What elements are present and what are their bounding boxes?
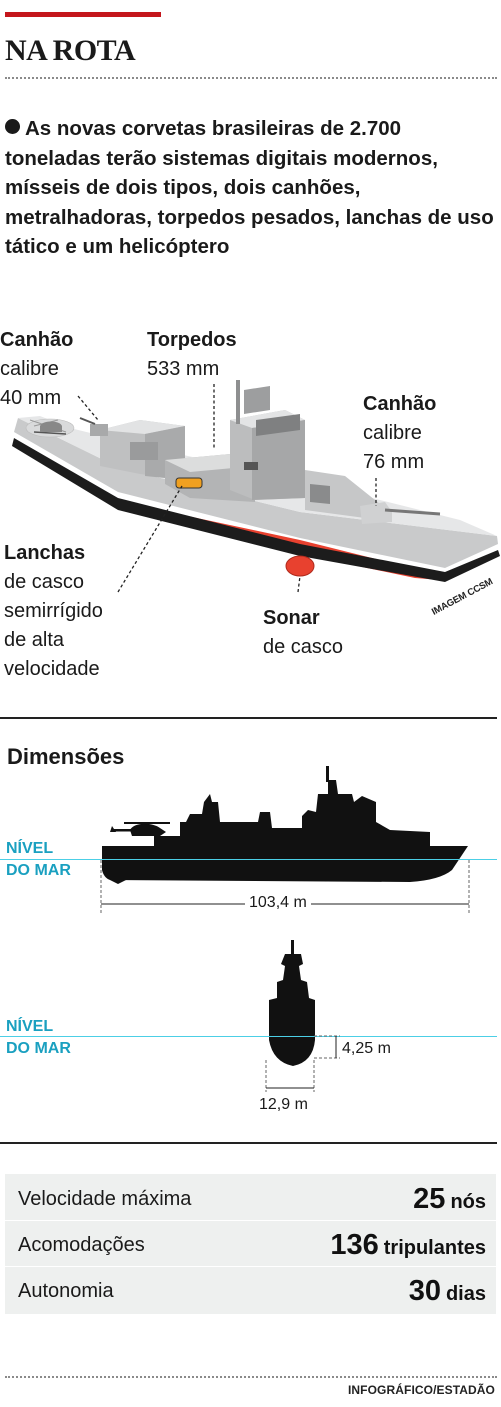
- corvette-illustration: [12, 380, 500, 593]
- callout-line: 76 mm: [363, 451, 425, 473]
- section-divider: [0, 717, 497, 719]
- callout-title: Canhão: [0, 329, 74, 351]
- stat-unit: nós: [450, 1190, 486, 1213]
- callout-line: velocidade: [4, 658, 100, 680]
- page-title: NA ROTA: [5, 34, 136, 67]
- callout-title: Sonar: [263, 607, 320, 629]
- front-silhouette: [269, 940, 315, 1066]
- dotted-divider: [5, 77, 497, 79]
- sea-level-line: [0, 1036, 497, 1037]
- callout-title: Torpedos: [147, 329, 237, 351]
- callout-title: Canhão: [363, 393, 437, 415]
- mast: [236, 380, 240, 424]
- callout-line: calibre: [363, 422, 422, 444]
- footer-credit: INFOGRÁFICO/ESTADÃO: [347, 1383, 495, 1397]
- callout-line: de casco: [4, 571, 85, 593]
- gun-40mm: [90, 424, 108, 436]
- callout-canhao-76: Canhão calibre 76 mm: [363, 390, 436, 477]
- stat-label: Acomodações: [18, 1233, 145, 1256]
- stat-number: 25: [413, 1182, 446, 1215]
- callout-torpedos: Torpedos 533 mm: [147, 326, 237, 384]
- callout-canhao-40: Canhão calibre 40 mm: [0, 326, 73, 413]
- dotted-divider: [5, 1376, 497, 1378]
- callout-line: semirrígido: [4, 600, 103, 622]
- intro-paragraph: As novas corvetas brasileiras de 2.700 t…: [5, 114, 497, 262]
- sea-level-label-line: DO MAR: [6, 862, 71, 879]
- ship-front-shape: [269, 954, 315, 1066]
- sea-level-label-line: NÍVEL: [6, 840, 54, 857]
- stat-label: Velocidade máxima: [18, 1187, 192, 1210]
- section-divider: [0, 1142, 497, 1144]
- stat-unit: tripulantes: [383, 1236, 486, 1259]
- side-silhouette: [102, 766, 468, 884]
- callout-line: 40 mm: [0, 387, 62, 409]
- ship-side-shape: [102, 780, 468, 882]
- callout-line: 533 mm: [147, 358, 220, 380]
- sea-level-label-line: DO MAR: [6, 1040, 71, 1057]
- stat-divider: [5, 1266, 496, 1267]
- length-label: 103,4 m: [245, 894, 311, 912]
- hull-side: [14, 418, 498, 568]
- callout-line: de casco: [263, 636, 344, 658]
- stat-label: Autonomia: [18, 1279, 114, 1302]
- sea-level-label: NÍVEL DO MAR: [6, 838, 71, 882]
- callout-line: calibre: [0, 358, 59, 380]
- callout-line: de alta: [4, 629, 65, 651]
- stat-number: 30: [408, 1274, 441, 1307]
- dimensions-title: Dimensões: [7, 744, 125, 769]
- sea-level-label-line: NÍVEL: [6, 1018, 54, 1035]
- stat-number: 136: [330, 1228, 379, 1261]
- stat-divider: [5, 1220, 496, 1221]
- callout-lanchas: Lanchas de casco semirrígido de alta vel…: [4, 539, 103, 684]
- draft-label: 4,25 m: [342, 1040, 391, 1057]
- stat-unit: dias: [445, 1282, 486, 1305]
- beam-label: 12,9 m: [259, 1096, 308, 1113]
- sea-level-label: NÍVEL DO MAR: [6, 1016, 71, 1060]
- sonar-dome: [285, 555, 315, 577]
- bullet-icon: [5, 119, 20, 134]
- callout-title: Lanchas: [4, 542, 86, 564]
- intro-text: As novas corvetas brasileiras de 2.700 t…: [5, 117, 494, 258]
- sea-level-line: [0, 859, 497, 860]
- callout-sonar: Sonar de casco: [263, 604, 343, 662]
- accent-bar: [5, 12, 161, 17]
- gun-76mm: [360, 502, 392, 524]
- lancha-boat: [175, 477, 203, 489]
- helicopter-icon: [110, 822, 170, 836]
- draft-beam-dimension: [265, 1035, 340, 1092]
